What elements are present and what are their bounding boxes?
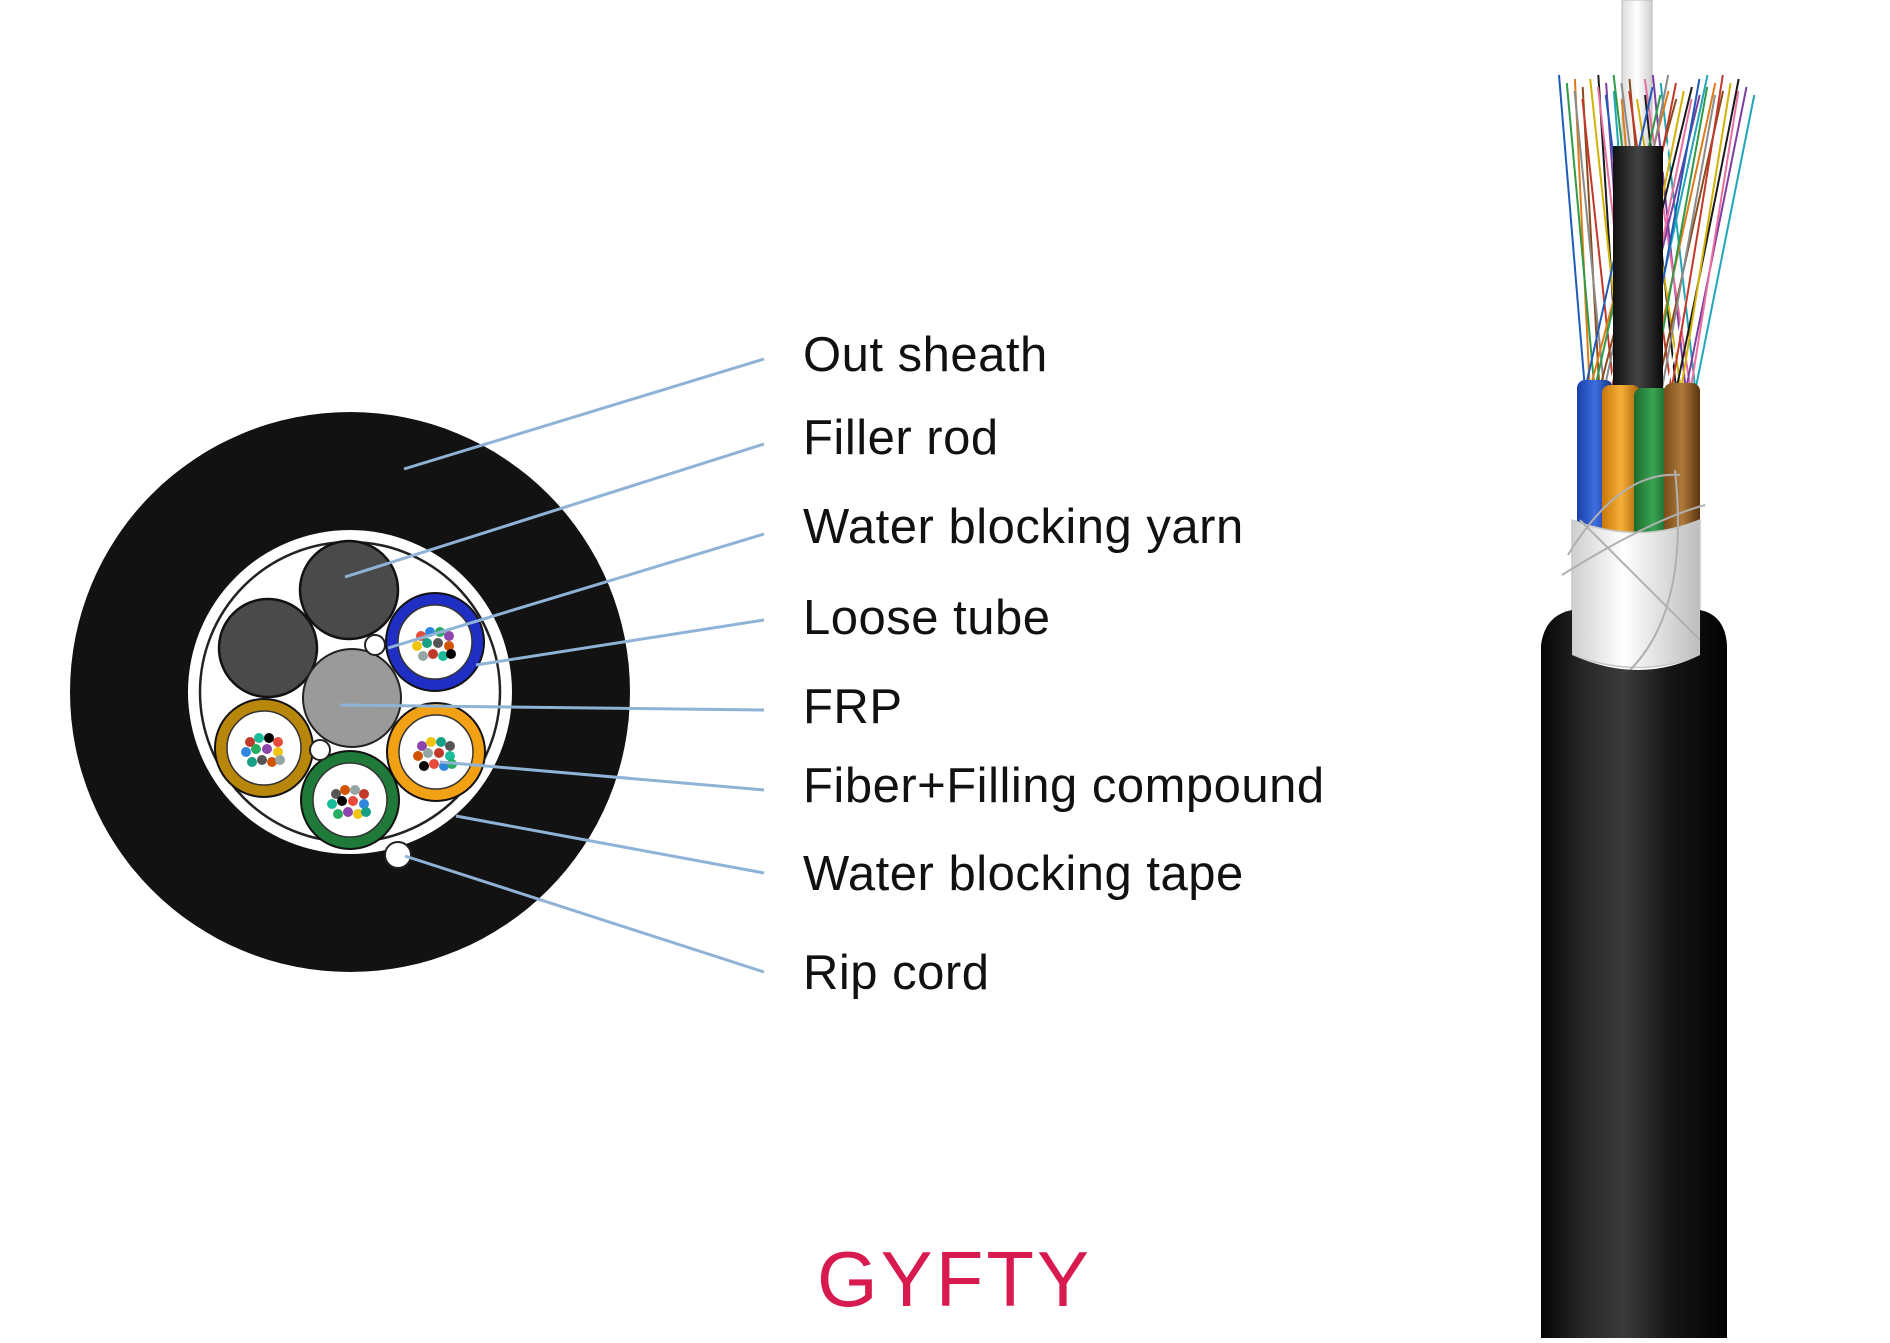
fiber-dot xyxy=(257,755,267,765)
fiber-dot xyxy=(429,759,439,769)
fiber-dot xyxy=(419,761,429,771)
side-outer-jacket xyxy=(1541,610,1727,1338)
cable-side-view xyxy=(1541,0,1756,1338)
fiber-dot xyxy=(337,796,347,806)
label-fiber-filling-compound: Fiber+Filling compound xyxy=(803,759,1325,813)
fiber-dot xyxy=(262,744,272,754)
filler-rod-top xyxy=(298,539,400,641)
label-water-blocking-yarn: Water blocking yarn xyxy=(803,500,1244,554)
rip-cord-circle xyxy=(384,841,412,869)
side-loose-tube-brown xyxy=(1664,383,1700,543)
fiber-strand xyxy=(1684,86,1748,391)
fiber-dot xyxy=(254,733,264,743)
side-loose-tube-orange xyxy=(1602,385,1640,545)
water-blocking-yarn-2 xyxy=(309,739,331,761)
fiber-strand xyxy=(1675,78,1740,391)
fiber-dot xyxy=(433,638,443,648)
fiber-strand xyxy=(1670,74,1724,391)
fiber-strand xyxy=(1659,82,1697,391)
fiber-dot xyxy=(245,737,255,747)
fiber-strand xyxy=(1589,94,1610,391)
fiber-dot xyxy=(267,757,277,767)
fiber-dot xyxy=(418,651,428,661)
fiber-dot xyxy=(417,741,427,751)
fiber-dot xyxy=(428,649,438,659)
fiber-dot xyxy=(361,807,371,817)
fiber-strand xyxy=(1680,82,1732,391)
fiber-dot xyxy=(251,744,261,754)
leader-line-water-blocking-yarn xyxy=(387,532,765,650)
fiber-dot xyxy=(331,789,341,799)
label-loose-tube: Loose tube xyxy=(803,591,1051,645)
fiber-dot xyxy=(348,796,358,806)
fiber-strand xyxy=(1651,74,1687,391)
fiber-dot xyxy=(359,799,369,809)
fiber-dot xyxy=(423,748,433,758)
fiber-dot xyxy=(327,799,337,809)
filler-rod-left xyxy=(217,597,319,699)
central-member-coated xyxy=(1613,146,1663,396)
water-blocking-yarn-1 xyxy=(364,634,386,656)
fiber-dot xyxy=(264,733,274,743)
fiber-dot xyxy=(436,737,446,747)
fiber-dot xyxy=(422,638,432,648)
fiber-strand xyxy=(1689,90,1740,391)
fiber-dot xyxy=(444,631,454,641)
cable-cross-section xyxy=(70,412,630,972)
fiber-dot xyxy=(446,649,456,659)
fiber-dot xyxy=(340,785,350,795)
fiber-dot xyxy=(241,747,251,757)
fiber-bundles xyxy=(241,627,457,819)
fiber-dot xyxy=(333,809,343,819)
fiber-dot xyxy=(273,737,283,747)
fiber-dot xyxy=(353,809,363,819)
side-loose-tube-green xyxy=(1634,388,1672,548)
fiber-strand xyxy=(1660,94,1716,391)
label-out-sheath: Out sheath xyxy=(803,328,1048,382)
fiber-strand xyxy=(1558,74,1586,391)
fiber-dot xyxy=(247,757,257,767)
leader-line-water-blocking-tape xyxy=(455,814,765,875)
fiber-dot xyxy=(413,751,423,761)
fiber-dot xyxy=(444,641,454,651)
fiber-dot xyxy=(426,737,436,747)
fiber-dot xyxy=(273,747,283,757)
side-water-blocking-tape xyxy=(1571,518,1701,669)
leader-lines xyxy=(339,357,765,974)
fiber-dot xyxy=(445,751,455,761)
label-filler-rod: Filler rod xyxy=(803,411,999,465)
label-rip-cord: Rip cord xyxy=(803,946,990,1000)
cable-model-title: GYFTY xyxy=(817,1235,1093,1323)
fiber-dot xyxy=(343,807,353,817)
water-blocking-yarn-wraps xyxy=(1561,469,1706,671)
leader-line-rip-cord xyxy=(404,854,765,974)
leader-line-loose-tube xyxy=(475,618,765,667)
fiber-dot xyxy=(445,741,455,751)
leader-line-frp xyxy=(339,703,765,712)
fiber-dot xyxy=(275,755,285,765)
frp-center xyxy=(302,648,402,748)
leader-line-out-sheath xyxy=(403,357,765,471)
leader-line-filler-rod xyxy=(344,442,765,579)
fiber-dot xyxy=(412,641,422,651)
label-water-blocking-tape: Water blocking tape xyxy=(803,847,1244,901)
leader-line-fiber-filling-compound xyxy=(439,760,765,792)
label-frp: FRP xyxy=(803,680,903,734)
fiber-dot xyxy=(359,789,369,799)
fiber-strand xyxy=(1694,94,1756,391)
fiber-dot xyxy=(438,651,448,661)
fiber-strand xyxy=(1565,82,1596,391)
fiber-dot xyxy=(434,748,444,758)
fiber-dot xyxy=(350,785,360,795)
